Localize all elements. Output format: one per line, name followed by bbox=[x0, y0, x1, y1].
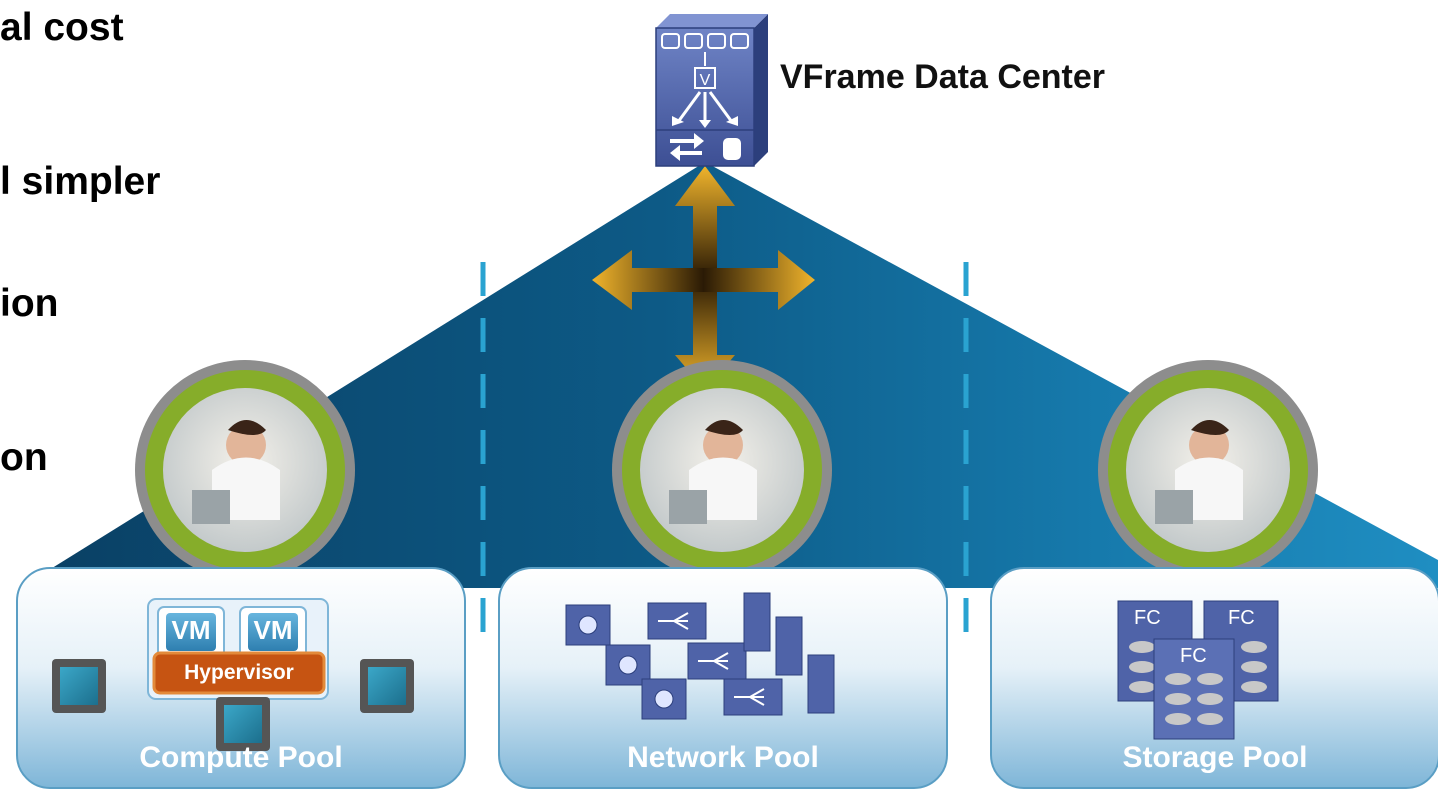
storage-pool: FC FC FC Storage Pool bbox=[990, 567, 1438, 789]
bullet-text: ion bbox=[0, 282, 59, 325]
bullet-text: l simpler bbox=[0, 160, 161, 203]
cpu-chip-icon bbox=[360, 659, 414, 713]
router-icon bbox=[723, 678, 783, 716]
router-icon bbox=[647, 602, 707, 640]
device-badge: V bbox=[700, 72, 711, 89]
array-label: FC bbox=[1228, 607, 1255, 629]
vm-label: VM bbox=[171, 615, 211, 645]
pool-label: Storage Pool bbox=[1122, 741, 1308, 774]
cpu-chip-icon bbox=[216, 697, 270, 751]
operator-photo-icon bbox=[612, 360, 832, 580]
switch-icon bbox=[641, 678, 687, 720]
pool-label: Compute Pool bbox=[139, 741, 343, 774]
compute-pool: VM VM Hypervisor Compute Pool bbox=[16, 567, 466, 789]
vm-label: VM bbox=[253, 615, 293, 645]
compute-pool-icon bbox=[52, 598, 414, 751]
management-arrows bbox=[592, 166, 815, 390]
network-pool: Network Pool bbox=[498, 567, 948, 789]
bullet-text: al cost bbox=[0, 6, 124, 49]
pool-label: Network Pool bbox=[627, 741, 819, 774]
firewall-icon bbox=[743, 592, 771, 652]
network-pool-icon bbox=[565, 592, 835, 720]
firewall-icon bbox=[775, 616, 803, 676]
firewall-icon bbox=[807, 654, 835, 714]
storage-pool-icon bbox=[1117, 600, 1279, 740]
switch-icon bbox=[565, 604, 611, 646]
array-label: FC bbox=[1180, 645, 1207, 667]
switch-icon bbox=[605, 644, 651, 686]
cpu-chip-icon bbox=[52, 659, 106, 713]
datacenter-title: VFrame Data Center bbox=[780, 58, 1106, 96]
router-icon bbox=[687, 642, 747, 680]
hypervisor-label: Hypervisor bbox=[184, 661, 294, 684]
operator-photo-icon bbox=[1098, 360, 1318, 580]
operator-photo-icon bbox=[135, 360, 355, 580]
bullet-text: on bbox=[0, 436, 48, 479]
storage-array-icon bbox=[1153, 638, 1235, 740]
array-label: FC bbox=[1134, 607, 1161, 629]
vframe-data-center-icon: V bbox=[655, 14, 768, 167]
